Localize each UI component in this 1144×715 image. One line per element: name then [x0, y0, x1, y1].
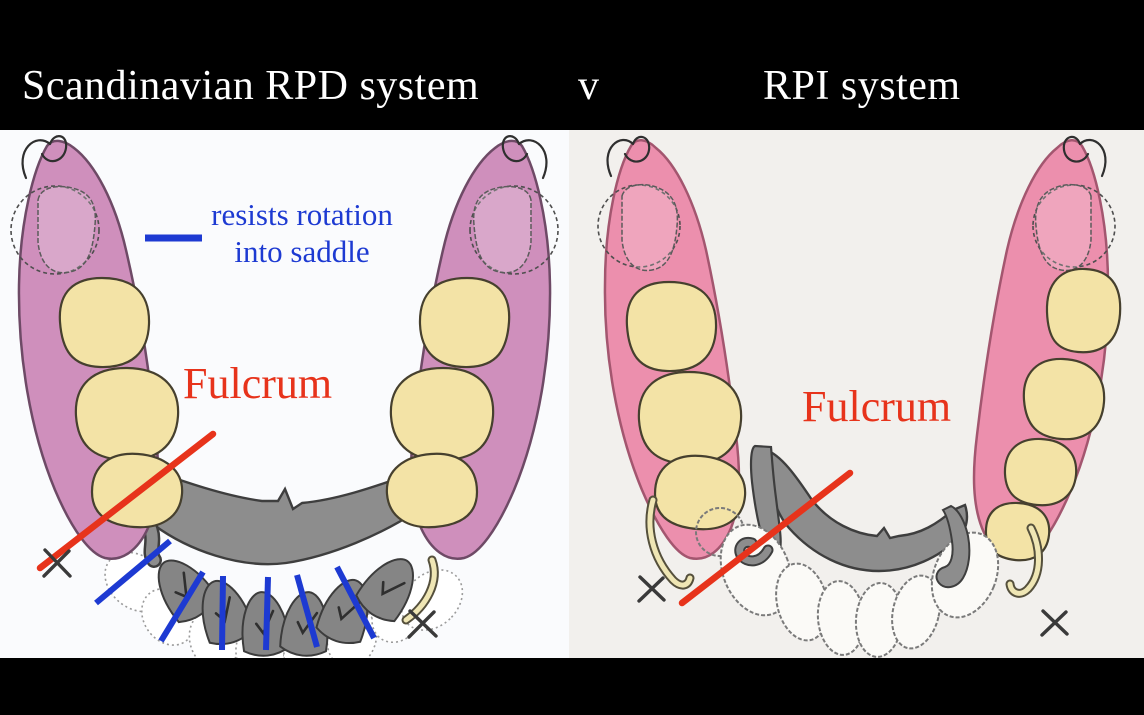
wrought-wire-clasp: [401, 555, 439, 625]
blue-resistance-lines: [94, 538, 377, 651]
x-mark-left: [42, 548, 72, 578]
x-mark-right: [407, 609, 438, 639]
wrought-wire-clasp-right: [1005, 523, 1043, 598]
title-versus: v: [578, 63, 600, 109]
title-bar: Scandinavian RPD system v RPI system: [0, 0, 1144, 130]
legend-line-1: resists rotation: [211, 197, 393, 232]
left-saddle: [9, 134, 184, 561]
saddle-teeth: [625, 280, 747, 531]
legend-line-2: into saddle: [234, 234, 370, 269]
rpi-panel: Fulcrum: [569, 130, 1144, 658]
comparison-panels: resists rotation into saddle Fulcrum: [0, 130, 1144, 658]
scandinavian-rpd-panel: resists rotation into saddle Fulcrum: [0, 130, 569, 658]
right-saddle: [972, 135, 1122, 562]
rpi-illustration: [596, 135, 1122, 658]
distal-hook: [935, 504, 971, 589]
title-left-system: Scandinavian RPD system: [22, 63, 480, 109]
scandinavian-rpd-illustration: [9, 134, 560, 658]
fulcrum-line: [678, 469, 854, 607]
lingual-bar: [764, 448, 969, 573]
title-right-system: RPI system: [763, 63, 961, 109]
legend-text: resists rotation into saddle: [202, 196, 402, 270]
x-mark-right: [1040, 609, 1069, 637]
wrought-wire-clasp-left: [645, 495, 695, 590]
x-mark-left: [637, 575, 666, 603]
fulcrum-label-left: Fulcrum: [183, 359, 333, 408]
saddle-teeth: [984, 267, 1122, 562]
left-saddle: [596, 135, 747, 561]
right-saddle: [385, 134, 560, 561]
fulcrum-line: [36, 430, 217, 572]
fulcrum-label-right: Fulcrum: [802, 382, 952, 431]
